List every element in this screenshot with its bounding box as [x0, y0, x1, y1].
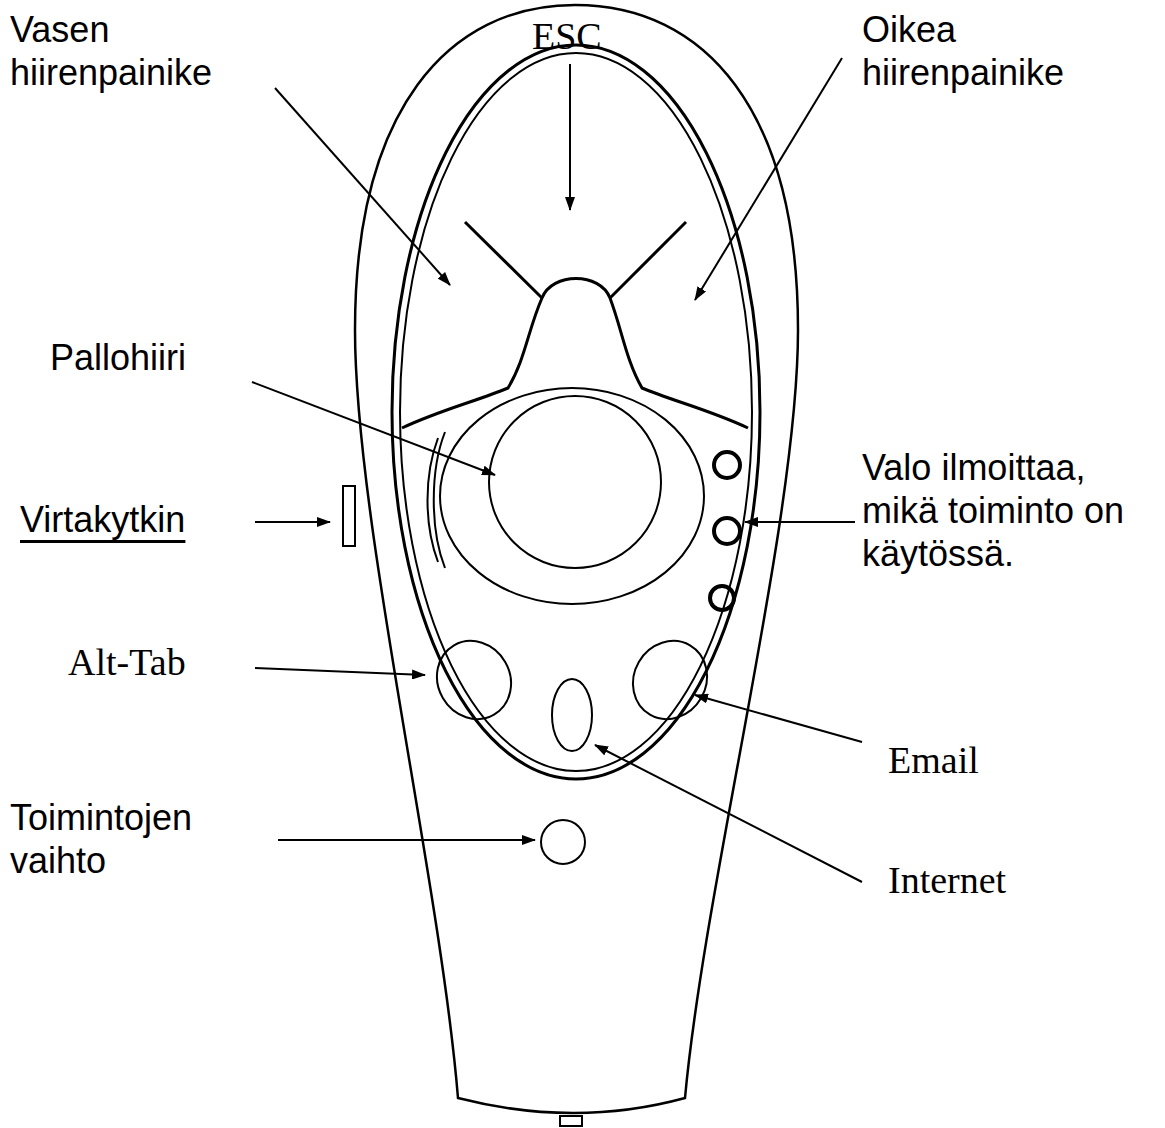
button-label: Vasen hiirenpainike [10, 8, 280, 94]
button-label: Email [888, 738, 1088, 784]
button-label: Toimintojen vaihto [10, 796, 275, 882]
part-label: Virtakytkin [20, 498, 250, 541]
button-label: Oikea hiirenpainike [862, 8, 1157, 94]
button-label: Internet [888, 858, 1088, 904]
button-label: ESC [532, 14, 652, 60]
button-label: Alt-Tab [68, 640, 268, 686]
leader-lines [252, 58, 862, 882]
part-label: Pallohiiri [50, 336, 310, 379]
note-label: Valo ilmoittaa, mikä toiminto on käytöss… [862, 446, 1160, 576]
